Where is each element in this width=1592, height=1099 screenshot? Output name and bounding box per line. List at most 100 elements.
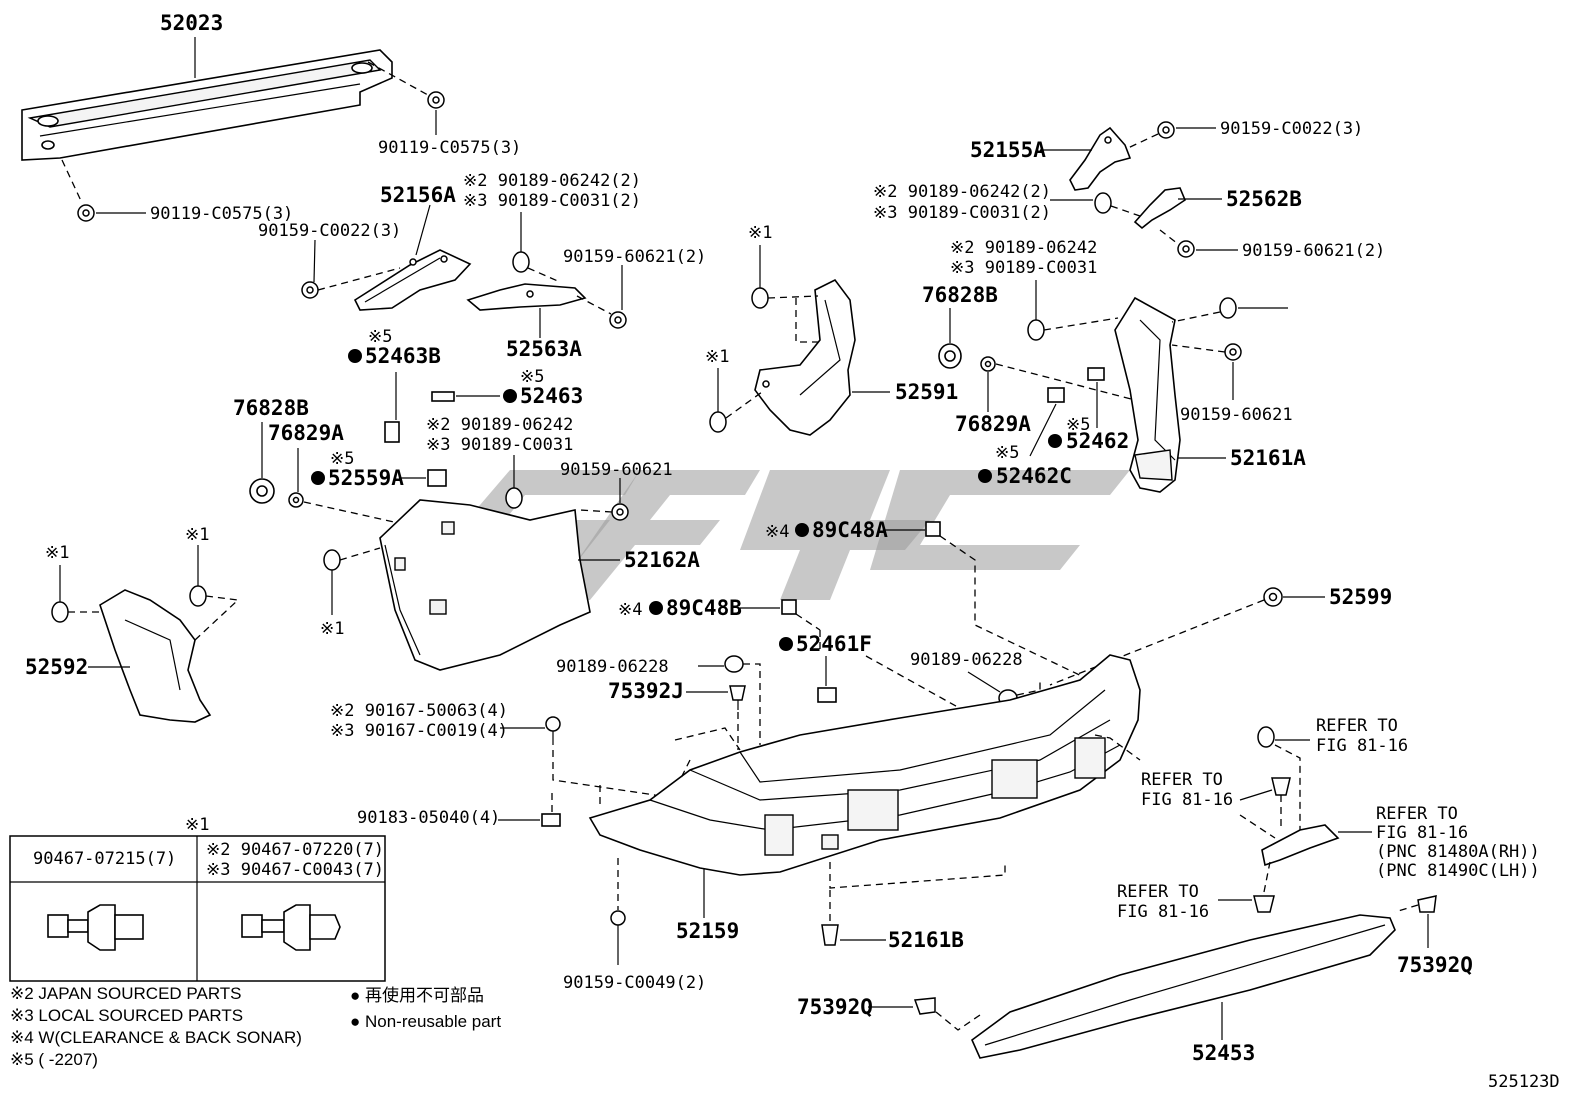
label-90159-60621-a: 90159-60621(2): [563, 247, 706, 267]
label-52161B: 52161B: [888, 928, 964, 952]
note-5: ※5: [330, 449, 354, 469]
label-90189-a2: ※2 90189-06242(2): [463, 171, 641, 191]
label-52155A: 52155A: [970, 138, 1046, 162]
label-76829A-right: 76829A: [955, 412, 1031, 436]
non-reusable-dot: [795, 523, 809, 537]
label-52461F: 52461F: [796, 632, 872, 656]
label-52562B: 52562B: [1226, 187, 1302, 211]
label-75392Q-right: 75392Q: [1397, 953, 1473, 977]
pad-52559A: [427, 469, 447, 487]
bracket-52592: [99, 589, 212, 723]
note-1: ※1: [705, 347, 729, 367]
note-1: ※1: [748, 223, 772, 243]
label-90159-c0022-left: 90159-C0022(3): [258, 221, 401, 241]
label-90119-upper: 90119-C0575(3): [378, 138, 521, 158]
label-90183: 90183-05040(4): [357, 808, 500, 828]
label-90159-c0049: 90159-C0049(2): [563, 973, 706, 993]
label-90189-d2: ※2 90189-06242: [950, 238, 1097, 258]
note-5: ※5: [1066, 415, 1090, 435]
bolt-icon: [301, 239, 401, 299]
non-reusable-dot: [779, 637, 793, 651]
refer-line2: FIG 81-16: [1117, 902, 1209, 922]
label-52463B: 52463B: [365, 344, 441, 368]
clip-icon: [1394, 895, 1437, 948]
clip-icon: [821, 890, 886, 946]
clip-icon: [1239, 777, 1291, 839]
clip-icon: [1218, 861, 1275, 913]
non-reusable-dot: [978, 469, 992, 483]
clip-icon: [1171, 297, 1288, 323]
refer-line1: REFER TO: [1117, 882, 1199, 902]
refer-line1: REFER TO: [1376, 804, 1458, 824]
label-76829A-left: 76829A: [268, 421, 344, 445]
label-52462: 52462: [1066, 429, 1129, 453]
label-90159-c0022-right: 90159-C0022(3): [1220, 119, 1363, 139]
note-1: ※1: [185, 525, 209, 545]
sensor-retainer-icon: [925, 521, 941, 537]
label-90159-60621-d: 90159-60621: [1180, 405, 1293, 425]
clip-icon: [1050, 192, 1141, 217]
pad-52463B: [384, 421, 400, 443]
bracket-52156A: [353, 249, 472, 311]
bolt-icon: [1127, 121, 1216, 149]
label-76828B-left: 76828B: [233, 396, 309, 420]
clip-icon: [189, 545, 240, 641]
non-reusable-dot: [1048, 434, 1062, 448]
note-4: ※4: [618, 600, 642, 620]
rear-bumper-cover-52159: [588, 654, 1141, 876]
clip-table-col1: 90467-07215(7): [33, 849, 176, 869]
refer-line4: (PNC 81490C(LH)): [1376, 861, 1540, 881]
footnote-date: ※5 ( -2207): [10, 1050, 98, 1069]
refer-line3: (PNC 81480A(RH)): [1376, 842, 1540, 862]
clip-icon: [1257, 726, 1310, 830]
label-52591: 52591: [895, 380, 958, 404]
clip-icon: [51, 565, 100, 623]
bracket-52562B: [1133, 187, 1186, 230]
bracket-52591: [754, 278, 856, 436]
side-cover-52162A: [379, 499, 591, 671]
label-52159: 52159: [676, 919, 739, 943]
non-reusable-dot: [649, 601, 663, 615]
label-75392Q-left: 75392Q: [797, 995, 873, 1019]
clip-icon: [709, 368, 763, 433]
refer-line2: FIG 81-16: [1376, 823, 1468, 843]
label-52463: 52463: [520, 384, 583, 408]
bracket-52155A: [1069, 126, 1132, 191]
bracket-52161A: [1114, 296, 1181, 493]
clip-icon: [729, 685, 746, 750]
label-52599: 52599: [1329, 585, 1392, 609]
note-1: ※1: [320, 619, 344, 639]
note-4: ※4: [765, 522, 789, 542]
label-75392J: 75392J: [608, 679, 684, 703]
label-89C48B: 89C48B: [666, 596, 742, 620]
clip-icon: [868, 997, 981, 1031]
reinforcement-beam-52023: [21, 49, 393, 161]
note-5: ※5: [368, 327, 392, 347]
clip-table-col2b: ※3 90467-C0043(7): [206, 860, 384, 880]
clip-icon: [751, 245, 819, 343]
label-52592: 52592: [25, 655, 88, 679]
clip-icon: [512, 212, 561, 283]
label-90119-lower: 90119-C0575(3): [150, 204, 293, 224]
label-90189-06228-b: 90189-06228: [910, 650, 1023, 670]
screw-icon: [545, 716, 656, 815]
non-reusable-dot: [503, 389, 517, 403]
pad-52462C: [1047, 387, 1065, 403]
push-clip-icon: [241, 904, 341, 951]
nut-clip-icon: [541, 813, 561, 827]
label-90167-b: ※3 90167-C0019(4): [330, 721, 508, 741]
clip-icon: [323, 547, 381, 615]
non-reusable-dot: [348, 349, 362, 363]
clip-icon: [724, 655, 761, 745]
label-52453: 52453: [1192, 1041, 1255, 1065]
label-52161A: 52161A: [1230, 446, 1306, 470]
clip-icon: [1027, 280, 1119, 341]
label-90189-c2: ※2 90189-06242(2): [873, 182, 1051, 202]
pad-52461F: [817, 687, 837, 703]
refer-line2: FIG 81-16: [1141, 790, 1233, 810]
note-5: ※5: [520, 367, 544, 387]
label-89C48A: 89C48A: [812, 518, 888, 542]
label-52462C: 52462C: [996, 464, 1072, 488]
note-1: ※1: [45, 543, 69, 563]
